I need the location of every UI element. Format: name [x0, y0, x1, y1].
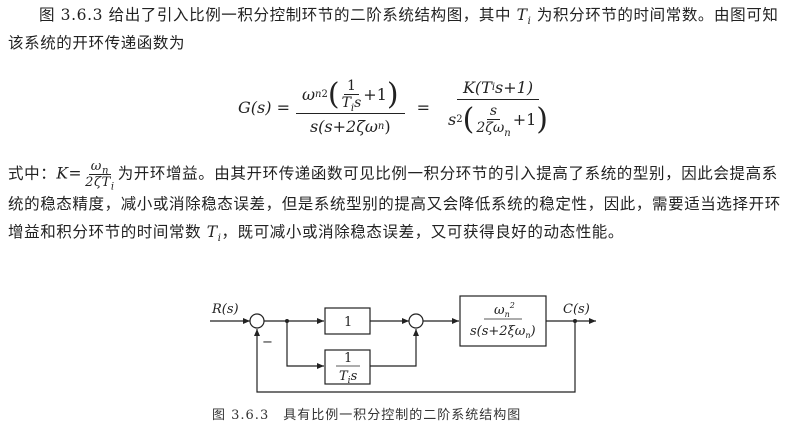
intro-paragraph: 图 3.6.3 给出了引入比例一积分控制环节的二阶系统结构图，其中 Ti 为积分…	[8, 6, 779, 52]
output-label: C(s)	[563, 302, 590, 317]
gain-value: 1	[344, 315, 352, 330]
to-integral-line	[286, 321, 324, 369]
branch-point	[285, 319, 289, 323]
plant-numerator: ωn2	[494, 301, 515, 319]
figure-caption: 图 3.6.3 具有比例一积分控制的二阶系统结构图	[212, 408, 522, 423]
output-takeoff-point	[573, 319, 577, 323]
feedback-line	[254, 321, 576, 393]
plant-denominator: s(s+2ξωn)	[470, 324, 536, 340]
input-label: R(s)	[211, 302, 239, 317]
summing-junction-1	[249, 313, 265, 329]
negative-feedback-sign: −	[262, 335, 273, 350]
integral-output-line	[370, 329, 419, 367]
integral-block	[324, 349, 371, 385]
summing-junction-2	[408, 313, 424, 329]
integral-numerator: 1	[344, 351, 352, 366]
integral-denominator: Tis	[339, 369, 358, 386]
